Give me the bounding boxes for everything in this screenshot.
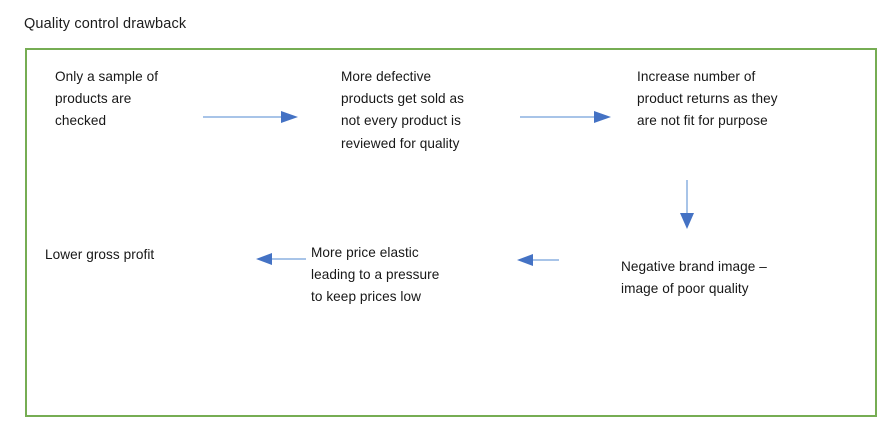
- arrow-right-icon-sample-to-defective: [203, 110, 299, 124]
- page-title: Quality control drawback: [24, 16, 187, 32]
- arrow-left-icon-brand-image-to-price-elastic: [517, 253, 559, 267]
- flow-node-lower-gross-profit: Lower gross profit: [45, 247, 155, 262]
- diagram-frame: Only a sample of products are checked Mo…: [25, 48, 877, 417]
- arrow-right-icon-defective-to-returns: [520, 110, 612, 124]
- flow-node-more-price-elastic: More price elastic leading to a pressure…: [311, 245, 440, 305]
- flow-node-increase-number-of-product-returns: Increase number of product returns as th…: [637, 69, 778, 129]
- flow-node-more-defective-products-get-sold: More defective products get sold as not …: [341, 69, 465, 151]
- flow-node-only-a-sample-of-products-are-checked: Only a sample of products are checked: [55, 69, 159, 129]
- flow-node-negative-brand-image: Negative brand image – image of poor qua…: [621, 259, 767, 297]
- arrow-down-icon-returns-to-brand-image: [679, 180, 695, 230]
- arrow-left-icon-price-elastic-to-lower-profit: [256, 252, 306, 266]
